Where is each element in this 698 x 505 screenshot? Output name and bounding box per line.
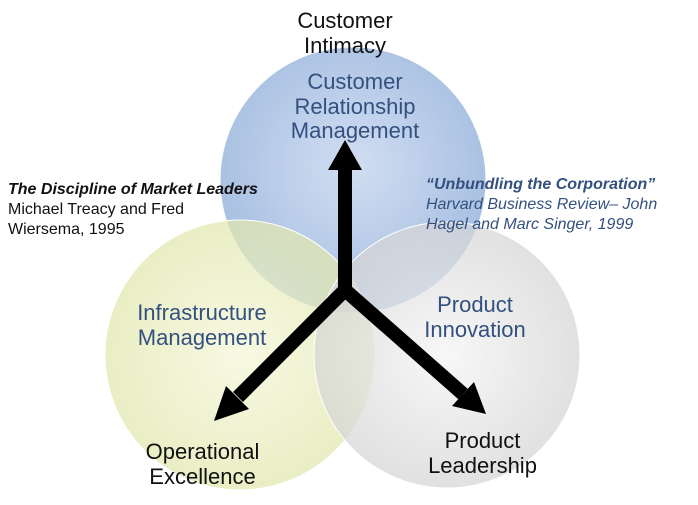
right-citation-line: Harvard Business Review– John — [426, 196, 658, 213]
left-citation: The Discipline of Market Leaders Michael… — [8, 180, 258, 240]
left-citation-title: The Discipline of Market Leaders — [8, 181, 258, 198]
product-leadership-label: Product Leadership — [428, 428, 537, 478]
right-circle — [313, 221, 581, 489]
crm-label: Customer Relationship Management — [290, 69, 420, 144]
arrow-right-shaft — [340, 284, 468, 400]
arrow-left-shaft — [233, 285, 350, 402]
arrow-right-head-icon — [452, 382, 486, 414]
right-citation-title: “Unbundling the Corporation” — [426, 176, 656, 193]
left-citation-line: Michael Treacy and Fred — [8, 201, 185, 218]
product-innovation-label: Product Innovation — [424, 292, 526, 342]
right-citation: “Unbundling the Corporation” Harvard Bus… — [426, 175, 657, 235]
left-citation-line: Wiersema, 1995 — [8, 221, 125, 238]
operational-excellence-label: Operational Excellence — [145, 439, 260, 489]
arrows — [214, 140, 486, 421]
infrastructure-management-label: Infrastructure Management — [137, 300, 267, 350]
customer-intimacy-label: Customer Intimacy — [297, 8, 393, 58]
right-citation-line: Hagel and Marc Singer, 1999 — [426, 216, 634, 233]
arrow-left-head-icon — [214, 386, 249, 421]
arrow-up-head-icon — [328, 140, 362, 170]
